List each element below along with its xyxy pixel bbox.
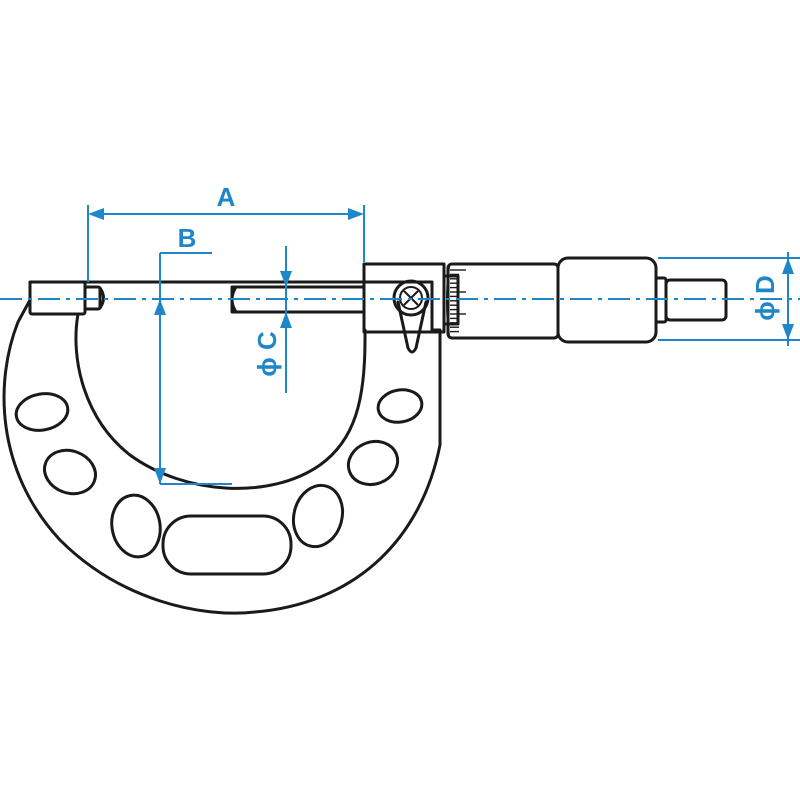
label-b: B xyxy=(178,223,197,253)
dimension-d: ϕ D xyxy=(658,252,800,346)
label-a: A xyxy=(217,182,236,212)
dimension-a: A xyxy=(87,182,365,282)
dimension-b: B xyxy=(154,223,232,485)
label-d: ϕ D xyxy=(750,275,780,321)
thimble-scale xyxy=(450,269,466,333)
sleeve xyxy=(442,262,560,340)
dimension-c: ϕ C xyxy=(252,246,292,393)
frame-holes xyxy=(14,388,424,576)
lock-screw xyxy=(392,279,430,354)
label-c: ϕ C xyxy=(252,331,282,377)
